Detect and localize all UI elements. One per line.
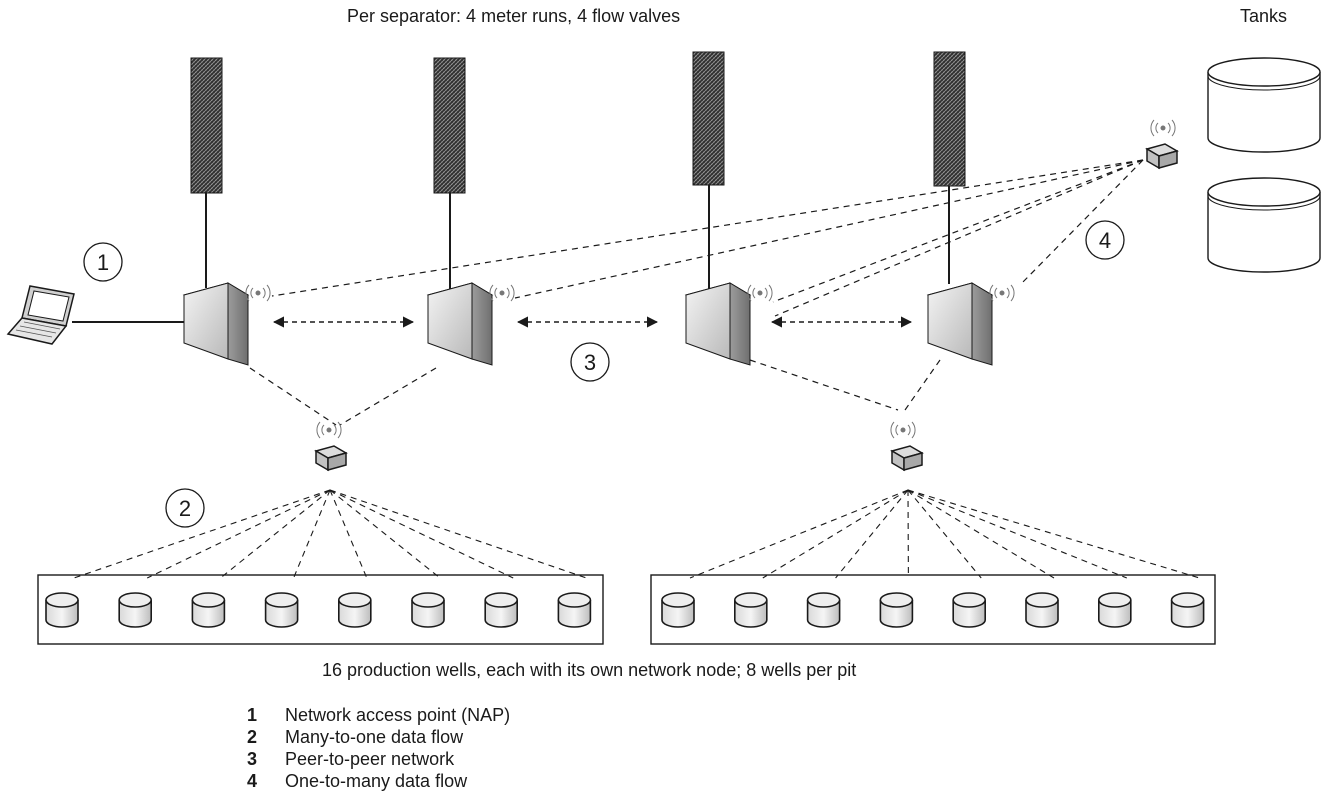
link-tank-sep2 xyxy=(514,159,1144,299)
link-tank-sep4 xyxy=(1019,159,1144,286)
well-12 xyxy=(879,592,914,628)
link-sep3-pit2 xyxy=(749,359,899,411)
well-13 xyxy=(952,592,987,628)
well-4 xyxy=(264,592,299,628)
well-11 xyxy=(806,592,841,628)
network-nodes xyxy=(314,143,1179,472)
link-sep4-pit2 xyxy=(904,359,941,411)
legend-row: 2 Many-to-one data flow xyxy=(247,727,463,748)
callouts: 1 2 3 4 xyxy=(83,220,1125,528)
wireless-icon xyxy=(489,284,515,302)
dashed-links xyxy=(249,159,1144,426)
legend-number: 4 xyxy=(247,771,258,791)
fan-link xyxy=(146,489,331,579)
fan-link xyxy=(220,489,331,579)
callout-number: 2 xyxy=(179,496,191,521)
fan-link xyxy=(293,489,331,579)
link-tank-sep1 xyxy=(271,159,1144,297)
fan-link xyxy=(329,489,441,579)
meter-run-2 xyxy=(433,57,466,194)
link-sep1-pit1 xyxy=(249,367,337,426)
pit-1 xyxy=(37,574,604,645)
well-fan-links xyxy=(73,489,1200,579)
legend-number: 1 xyxy=(247,705,258,725)
callout-1: 1 xyxy=(83,242,123,282)
callout-2: 2 xyxy=(165,488,205,528)
pit-node-1 xyxy=(314,445,348,472)
tank-1 xyxy=(1207,57,1321,153)
separator-box-2 xyxy=(426,282,494,366)
wireless-icon xyxy=(316,421,342,439)
callout-number: 1 xyxy=(97,250,109,275)
legend-number: 2 xyxy=(247,727,258,747)
meter-connectors xyxy=(205,185,950,292)
link-tank-sep3 xyxy=(772,159,1144,303)
meter-runs xyxy=(190,51,966,194)
fan-link xyxy=(907,489,982,579)
fan-link xyxy=(73,489,331,579)
tanks xyxy=(1207,57,1321,273)
legend-text: Peer-to-peer network xyxy=(285,749,455,769)
wireless-icons xyxy=(245,119,1176,439)
well-2 xyxy=(118,592,152,628)
fan-link xyxy=(329,489,368,579)
legend-number: 3 xyxy=(247,749,258,769)
legend-row: 4 One-to-many data flow xyxy=(247,771,467,792)
well-3 xyxy=(191,592,226,628)
separators xyxy=(182,282,994,366)
callout-number: 4 xyxy=(1099,228,1111,253)
well-8 xyxy=(557,592,592,628)
fan-link xyxy=(907,489,1055,579)
well-10 xyxy=(733,592,768,628)
fan-link xyxy=(329,489,587,579)
link-sep2-pit1 xyxy=(339,367,437,426)
well-9 xyxy=(661,592,695,628)
tank-2 xyxy=(1207,177,1321,273)
wireless-icon xyxy=(747,284,773,302)
wireless-icon xyxy=(989,284,1015,302)
separator-box-4 xyxy=(926,282,994,366)
well-5 xyxy=(337,592,372,628)
well-14 xyxy=(1025,592,1059,628)
well-1 xyxy=(45,592,79,628)
fan-link xyxy=(762,489,909,579)
wells-caption: 16 production wells, each with its own n… xyxy=(322,660,857,680)
tanks-caption: Tanks xyxy=(1240,6,1288,26)
link-tank-sep3-low xyxy=(774,159,1144,317)
wireless-icon xyxy=(1150,119,1176,137)
callout-3: 3 xyxy=(570,342,610,382)
fan-link xyxy=(907,489,1200,579)
fan-link xyxy=(907,489,1128,579)
laptop-icon xyxy=(6,285,75,345)
wireless-icon xyxy=(890,421,916,439)
well-15 xyxy=(1098,592,1132,628)
wireless-icon xyxy=(245,284,271,302)
legend-row: 3 Peer-to-peer network xyxy=(247,749,454,770)
fan-link xyxy=(835,489,909,579)
well-7 xyxy=(484,592,519,628)
meter-run-1 xyxy=(190,57,223,194)
fan-link xyxy=(329,489,514,579)
separator-caption: Per separator: 4 meter runs, 4 flow valv… xyxy=(347,6,681,26)
pit-2 xyxy=(650,574,1216,645)
legend-text: Many-to-one data flow xyxy=(285,727,464,747)
legend-text: One-to-many data flow xyxy=(285,771,468,791)
pit-node-2 xyxy=(890,445,924,472)
legend-text: Network access point (NAP) xyxy=(285,705,511,725)
callout-number: 3 xyxy=(584,350,596,375)
legend-row: 1 Network access point (NAP) xyxy=(247,705,510,726)
well-16 xyxy=(1170,592,1205,628)
meter-run-3 xyxy=(692,51,725,186)
meter-run-4 xyxy=(933,51,966,187)
fan-link xyxy=(689,489,909,579)
wells xyxy=(45,592,1205,628)
callout-4: 4 xyxy=(1085,220,1125,260)
separator-box-1 xyxy=(182,282,250,366)
separator-box-3 xyxy=(684,282,752,366)
well-6 xyxy=(411,592,445,628)
tank-node xyxy=(1145,143,1179,170)
